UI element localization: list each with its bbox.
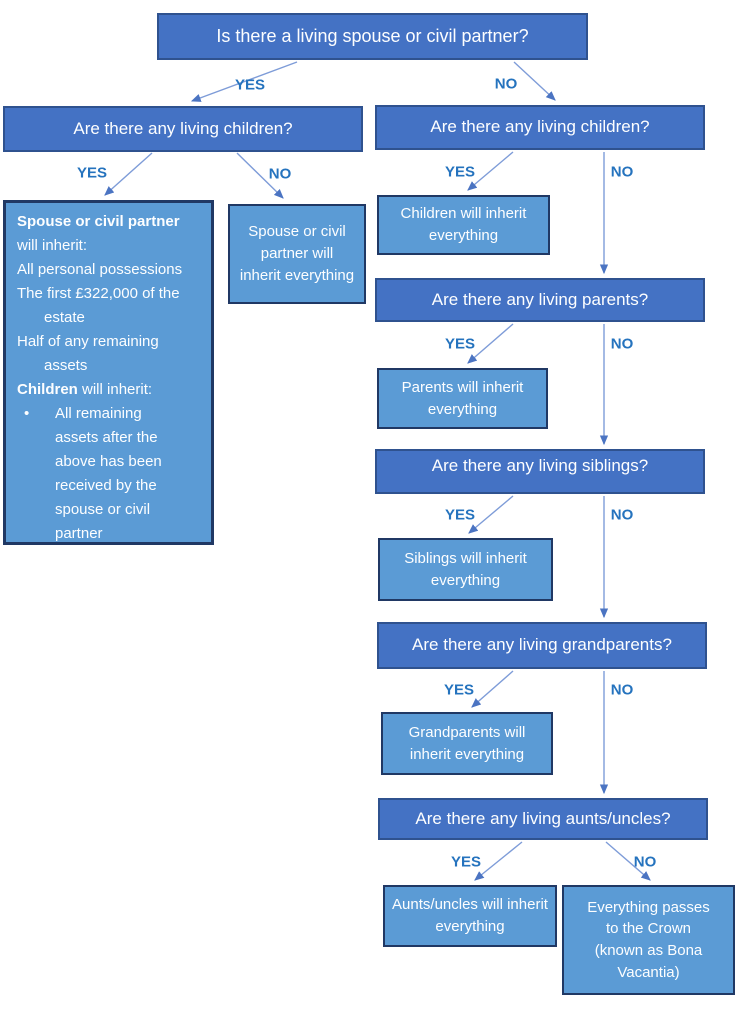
label-grandparents-no: NO [610, 681, 634, 699]
half-assets-item: Half of any remaining assets [17, 333, 159, 374]
label-parents-no: NO [610, 335, 634, 353]
arrow-siblings-yes [468, 495, 514, 534]
bullet-glyph: • [24, 405, 30, 422]
question-siblings-box: Are there any living siblings? [375, 449, 705, 494]
possessions-item: All personal possessions [17, 261, 183, 278]
outcome-children-box: Children will inherit everything [377, 195, 550, 255]
arrow-root-no [513, 61, 556, 101]
label-siblings-yes: YES [444, 506, 476, 524]
label-aunts-no: NO [633, 853, 657, 871]
question-spouse-box: Is there a living spouse or civil partne… [157, 13, 588, 60]
first-amount-item: The first £322,000 of the estate [17, 285, 180, 326]
children-bullet-item: • All remaining assets after the above h… [17, 402, 200, 546]
arrow-aunts-yes [474, 841, 523, 881]
question-grandparents-box: Are there any living grandparents? [377, 622, 707, 669]
outcome-parents-box: Parents will inherit everything [377, 368, 548, 429]
question-children-left-box: Are there any living children? [3, 106, 363, 152]
children-bold-text: Children [17, 381, 78, 398]
label-right-children-yes: YES [444, 163, 476, 181]
outcome-spouse-and-children-box: Spouse or civil partner will inherit: Al… [3, 200, 214, 545]
spouse-rest-text: will inherit: [17, 237, 88, 254]
question-parents-box: Are there any living parents? [375, 278, 705, 322]
label-left-children-no: NO [268, 165, 292, 183]
spouse-inherit-heading: Spouse or civil partner will inherit: [17, 210, 200, 258]
question-children-right-box: Are there any living children? [375, 105, 705, 150]
outcome-spouse-everything-box: Spouse or civil partner will inherit eve… [228, 204, 366, 304]
outcome-aunts-uncles-box: Aunts/uncles will inherit everything [383, 885, 557, 947]
label-aunts-yes: YES [450, 853, 482, 871]
label-siblings-no: NO [610, 506, 634, 524]
arrow-grandparents-yes [471, 670, 514, 708]
outcome-crown-box: Everything passes to the Crown (known as… [562, 885, 735, 995]
label-grandparents-yes: YES [443, 681, 475, 699]
label-root-no: NO [494, 75, 518, 93]
bullet-text: All remaining assets after the above has… [55, 405, 162, 542]
children-rest-text: will inherit: [82, 381, 153, 398]
spouse-bold-text: Spouse or civil partner [17, 213, 180, 230]
children-inherit-heading: Children will inherit: [17, 378, 200, 402]
label-root-yes: YES [234, 76, 266, 94]
question-aunts-uncles-box: Are there any living aunts/uncles? [378, 798, 708, 840]
outcome-siblings-box: Siblings will inherit everything [378, 538, 553, 601]
label-parents-yes: YES [444, 335, 476, 353]
label-left-children-yes: YES [76, 164, 108, 182]
outcome-grandparents-box: Grandparents will inherit everything [381, 712, 553, 775]
label-right-children-no: NO [610, 163, 634, 181]
arrow-left-children-yes [104, 152, 153, 196]
